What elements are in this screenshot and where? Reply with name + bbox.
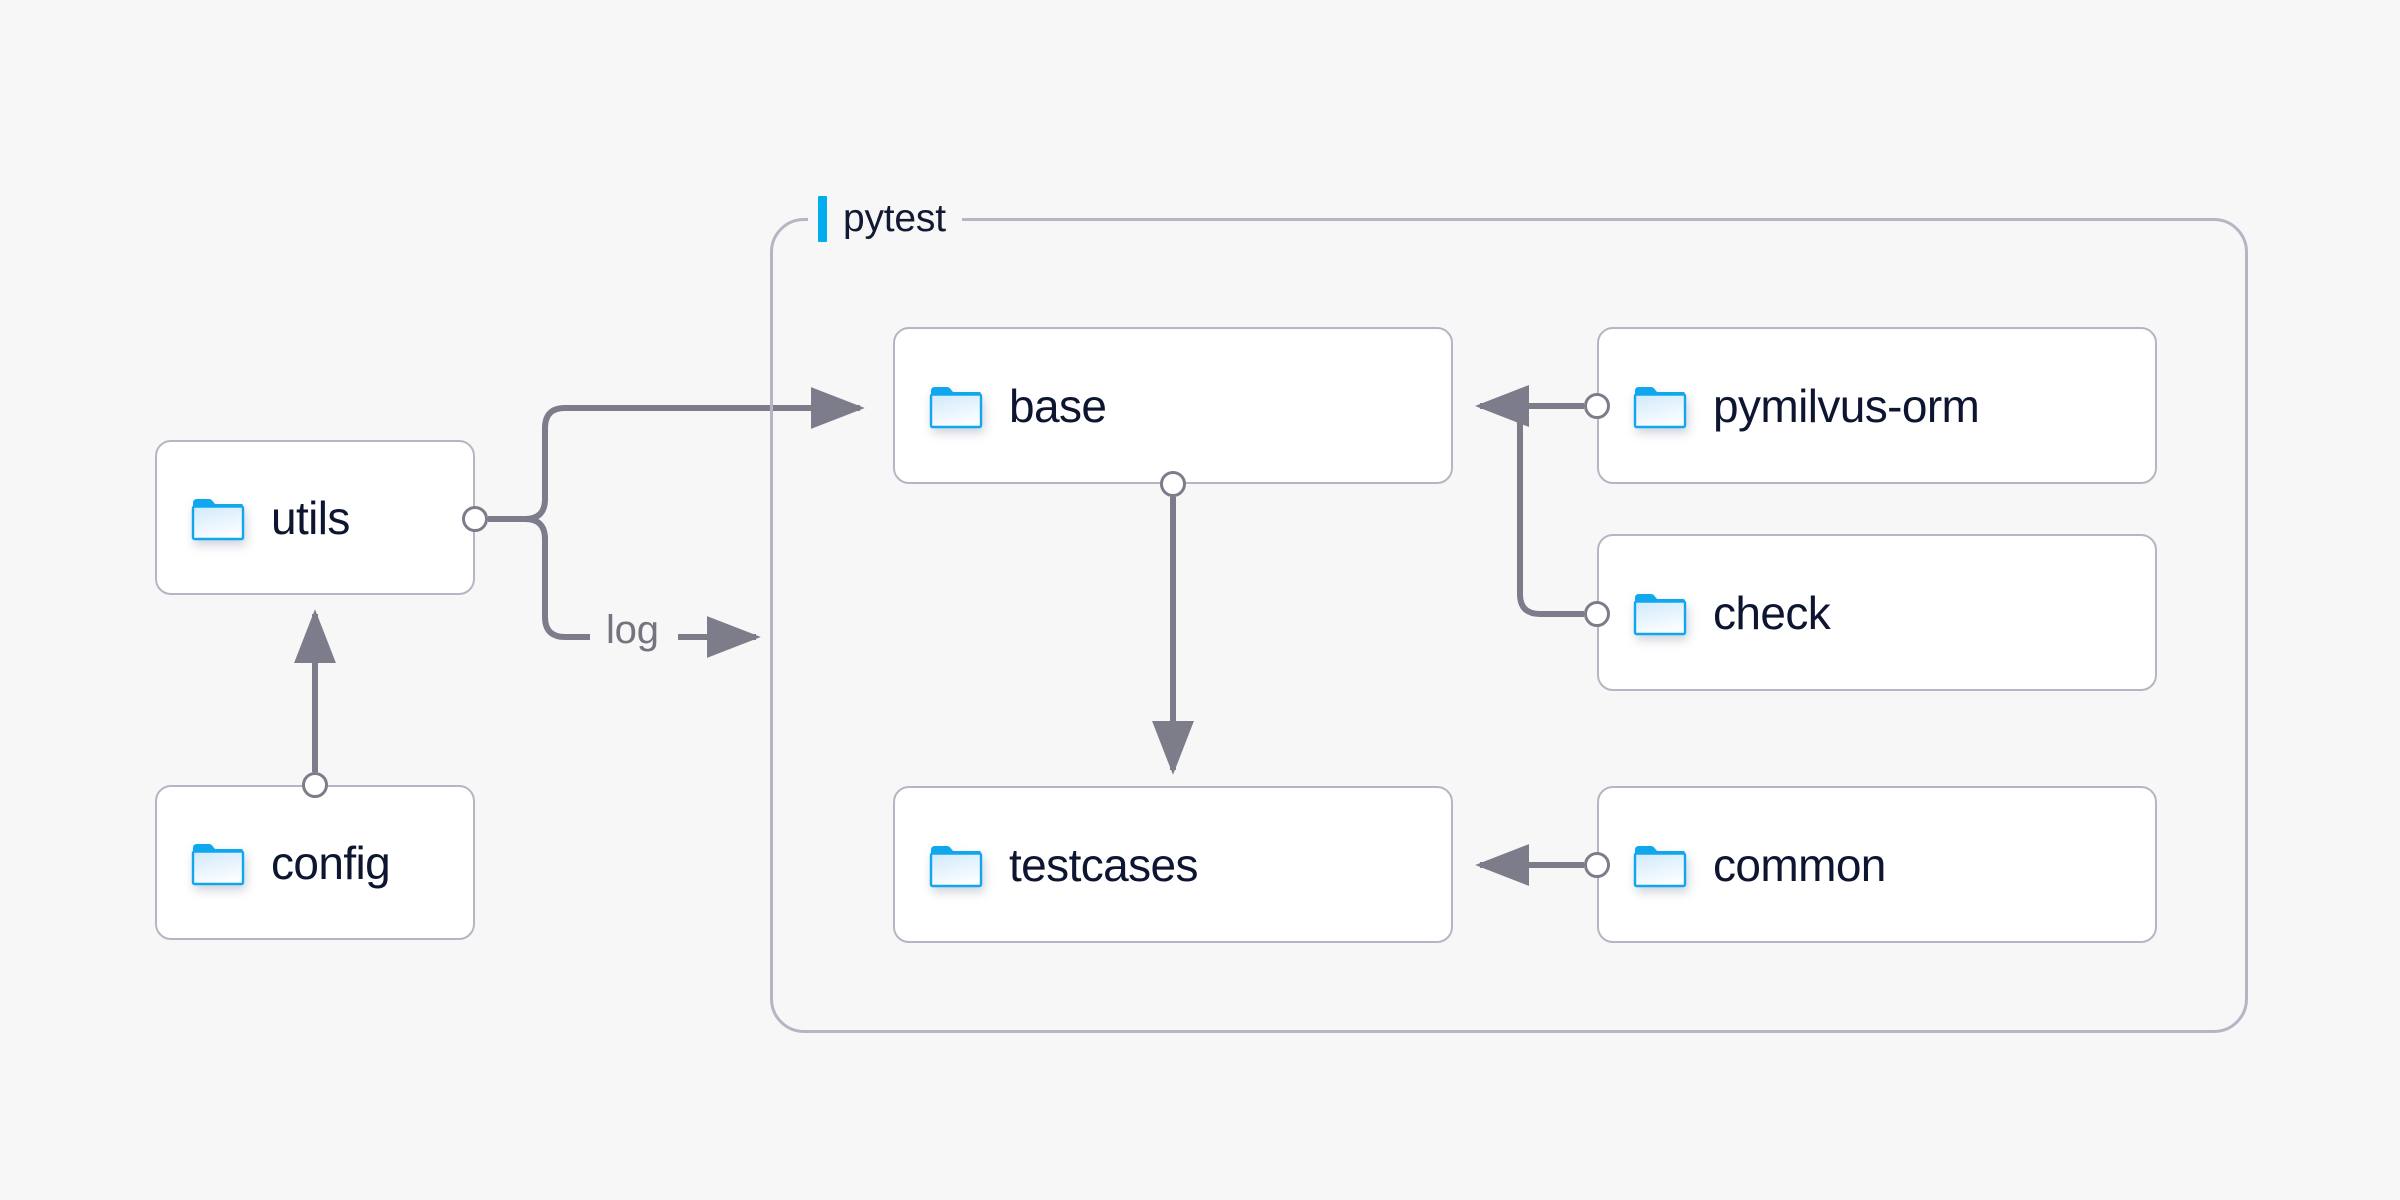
handle-common-left[interactable]: [1584, 852, 1610, 878]
handle-base-bottom[interactable]: [1160, 471, 1186, 497]
node-label: common: [1713, 838, 1886, 891]
node-base[interactable]: base: [893, 327, 1453, 484]
group-label-text: pytest: [843, 197, 946, 240]
folder-icon: [929, 383, 983, 429]
node-utils[interactable]: utils: [155, 440, 475, 595]
edge-utils-to-log: [488, 516, 590, 640]
folder-icon: [1633, 590, 1687, 636]
node-label: pymilvus-orm: [1713, 379, 1980, 432]
node-label: testcases: [1009, 838, 1199, 891]
folder-icon: [1633, 842, 1687, 888]
node-label: utils: [271, 491, 350, 544]
folder-icon: [191, 495, 245, 541]
node-label: base: [1009, 379, 1107, 432]
node-label: check: [1713, 586, 1831, 639]
group-accent-bar: [818, 196, 827, 242]
node-label: config: [271, 836, 391, 889]
group-pytest[interactable]: [770, 218, 2248, 1033]
handle-pymilvus-orm-left[interactable]: [1584, 393, 1610, 419]
folder-icon: [1633, 383, 1687, 429]
folder-icon: [191, 840, 245, 886]
node-check[interactable]: check: [1597, 534, 2157, 691]
handle-check-left[interactable]: [1584, 601, 1610, 627]
node-testcases[interactable]: testcases: [893, 786, 1453, 943]
node-common[interactable]: common: [1597, 786, 2157, 943]
group-pytest-label: pytest: [808, 190, 962, 248]
handle-utils-right[interactable]: [462, 506, 488, 532]
folder-icon: [929, 842, 983, 888]
handle-config-top[interactable]: [302, 772, 328, 798]
edge-label-log: log: [600, 608, 665, 653]
node-config[interactable]: config: [155, 785, 475, 940]
node-pymilvus-orm[interactable]: pymilvus-orm: [1597, 327, 2157, 484]
